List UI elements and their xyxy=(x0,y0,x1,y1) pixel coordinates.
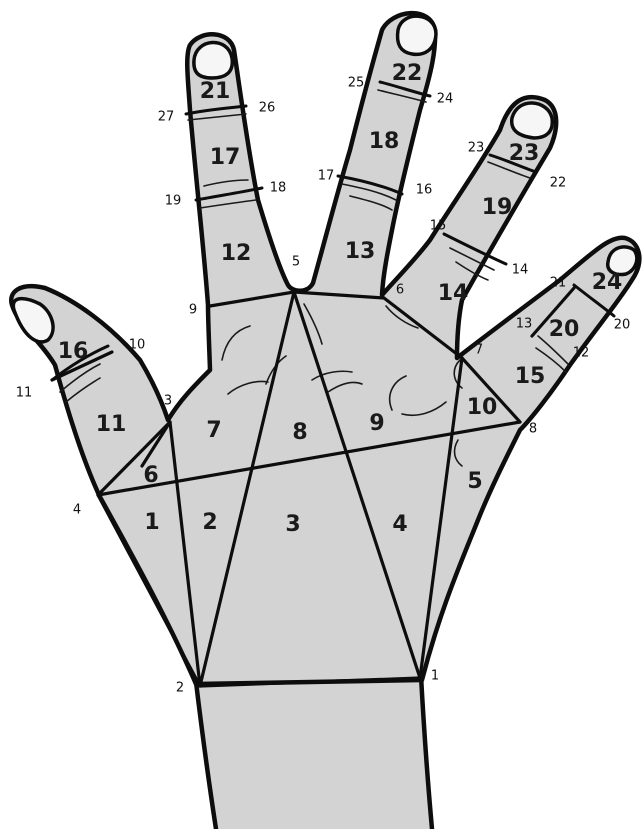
point-label-18: 18 xyxy=(270,181,287,196)
region-label-12: 12 xyxy=(221,241,252,266)
region-label-9: 9 xyxy=(369,411,384,436)
point-label-13: 13 xyxy=(516,317,533,332)
region-label-22: 22 xyxy=(392,61,423,86)
nail-index xyxy=(194,42,232,78)
point-label-27: 27 xyxy=(158,110,175,125)
point-label-22: 22 xyxy=(550,176,567,191)
region-label-19: 19 xyxy=(482,195,513,220)
region-label-13: 13 xyxy=(345,239,376,264)
point-label-20: 20 xyxy=(614,318,631,333)
point-label-17: 17 xyxy=(318,169,335,184)
point-label-15: 15 xyxy=(430,219,447,234)
point-label-9: 9 xyxy=(189,303,197,318)
point-label-23: 23 xyxy=(468,141,485,156)
point-label-8: 8 xyxy=(529,422,537,437)
point-label-5: 5 xyxy=(292,255,300,270)
region-label-4: 4 xyxy=(392,512,407,537)
region-label-6: 6 xyxy=(143,463,158,488)
region-label-8: 8 xyxy=(292,420,307,445)
point-label-19: 19 xyxy=(165,194,182,209)
point-label-7: 7 xyxy=(475,343,483,358)
region-label-20: 20 xyxy=(549,317,580,342)
region-label-23: 23 xyxy=(509,141,540,166)
nail-middle xyxy=(398,16,436,54)
wrist xyxy=(196,676,432,829)
point-label-26: 26 xyxy=(259,101,276,116)
point-label-21: 21 xyxy=(550,276,567,291)
point-label-6: 6 xyxy=(396,283,404,298)
point-label-4: 4 xyxy=(73,503,81,518)
point-label-3: 3 xyxy=(164,394,172,409)
region-label-15: 15 xyxy=(515,364,546,389)
region-label-18: 18 xyxy=(369,129,400,154)
region-label-21: 21 xyxy=(200,79,231,104)
region-label-2: 2 xyxy=(202,510,217,535)
point-label-12: 12 xyxy=(573,346,590,361)
point-label-16: 16 xyxy=(416,183,433,198)
point-label-1: 1 xyxy=(431,669,439,684)
point-label-14: 14 xyxy=(512,263,529,278)
region-label-24: 24 xyxy=(592,270,623,295)
point-label-25: 25 xyxy=(348,76,365,91)
region-label-7: 7 xyxy=(206,418,221,443)
region-label-16: 16 xyxy=(58,339,89,364)
region-label-1: 1 xyxy=(144,510,159,535)
region-label-11: 11 xyxy=(96,412,127,437)
point-label-2: 2 xyxy=(176,681,184,696)
point-label-10: 10 xyxy=(129,338,146,353)
region-label-14: 14 xyxy=(438,281,469,306)
region-label-10: 10 xyxy=(467,395,498,420)
region-label-17: 17 xyxy=(210,145,241,170)
nail-ring xyxy=(512,103,553,138)
point-label-11: 11 xyxy=(16,386,33,401)
region-label-5: 5 xyxy=(467,469,482,494)
region-label-3: 3 xyxy=(285,512,300,537)
point-label-24: 24 xyxy=(437,92,454,107)
